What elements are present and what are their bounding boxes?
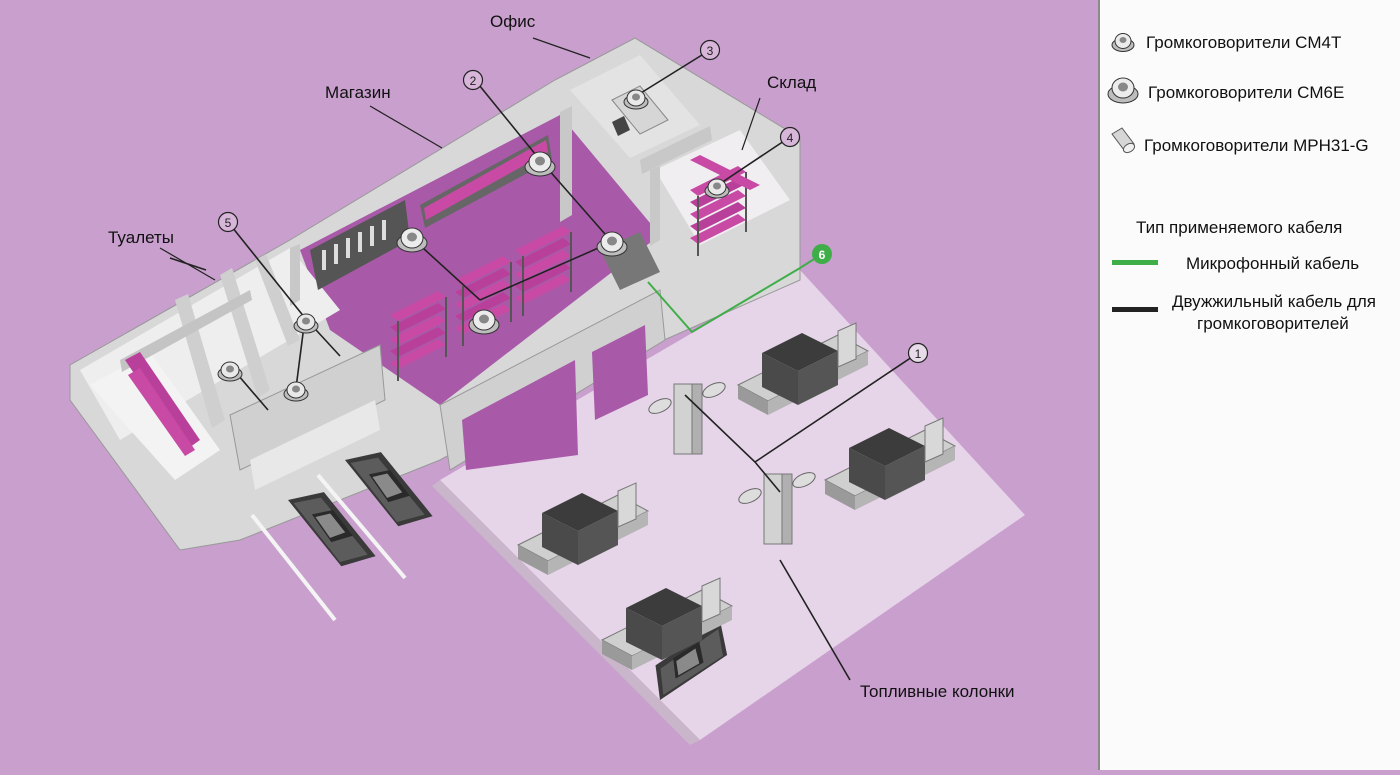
marker-6-label: 6: [819, 248, 826, 262]
horn-speaker-icon: [1111, 127, 1136, 154]
label-shop: Магазин: [325, 83, 391, 102]
marker-1: 1: [907, 342, 929, 364]
marker-4-label: 4: [787, 131, 794, 145]
ceiling-speaker-large-icon: [1107, 77, 1139, 104]
legend-panel: Громкоговорители CM4T Громкоговорители C…: [1100, 0, 1400, 770]
ceiling-speaker-small-icon: [1111, 33, 1135, 52]
marker-2-label: 2: [470, 74, 477, 88]
legend-speaker-cable-line2: громкоговорителей: [1197, 314, 1349, 333]
legend-speaker-cm6e: Громкоговорители CM6E: [1148, 83, 1345, 102]
speaker-cable-swatch: [1112, 307, 1158, 312]
forecourt: [440, 270, 1025, 740]
legend-speaker-cm4t: Громкоговорители CM4T: [1146, 33, 1342, 52]
marker-3-label: 3: [707, 44, 714, 58]
label-toilets: Туалеты: [108, 228, 175, 247]
marker-4: 4: [779, 126, 801, 148]
legend-divider: [1098, 0, 1100, 770]
label-office: Офис: [490, 12, 536, 31]
marker-3: 3: [699, 39, 721, 61]
microphone-cable-swatch: [1112, 260, 1158, 265]
label-fuel-pumps: Топливные колонки: [860, 682, 1015, 701]
floorplan-illustration: 1 2 3 4 5 6: [69, 37, 1025, 745]
legend-microphone-cable: Микрофонный кабель: [1186, 254, 1360, 273]
marker-5-label: 5: [225, 216, 232, 230]
marker-6: 6: [812, 244, 832, 264]
marker-1-label: 1: [915, 347, 922, 361]
microphone-cable-line: [647, 253, 823, 334]
marker-5: 5: [217, 211, 239, 233]
legend-speaker-cable-line1: Двужжильный кабель для: [1172, 292, 1376, 311]
legend-speaker-mph31g: Громкоговорители MPH31-G: [1144, 136, 1369, 155]
speaker-cables: [169, 49, 919, 681]
label-warehouse: Склад: [767, 73, 817, 92]
gas-station-floorplan: 1 2 3 4 5 6 Офис Магазин Склад Туалеты Т…: [69, 12, 1025, 745]
legend-cable-title: Тип применяемого кабеля: [1136, 218, 1343, 237]
marker-2: 2: [462, 69, 484, 91]
